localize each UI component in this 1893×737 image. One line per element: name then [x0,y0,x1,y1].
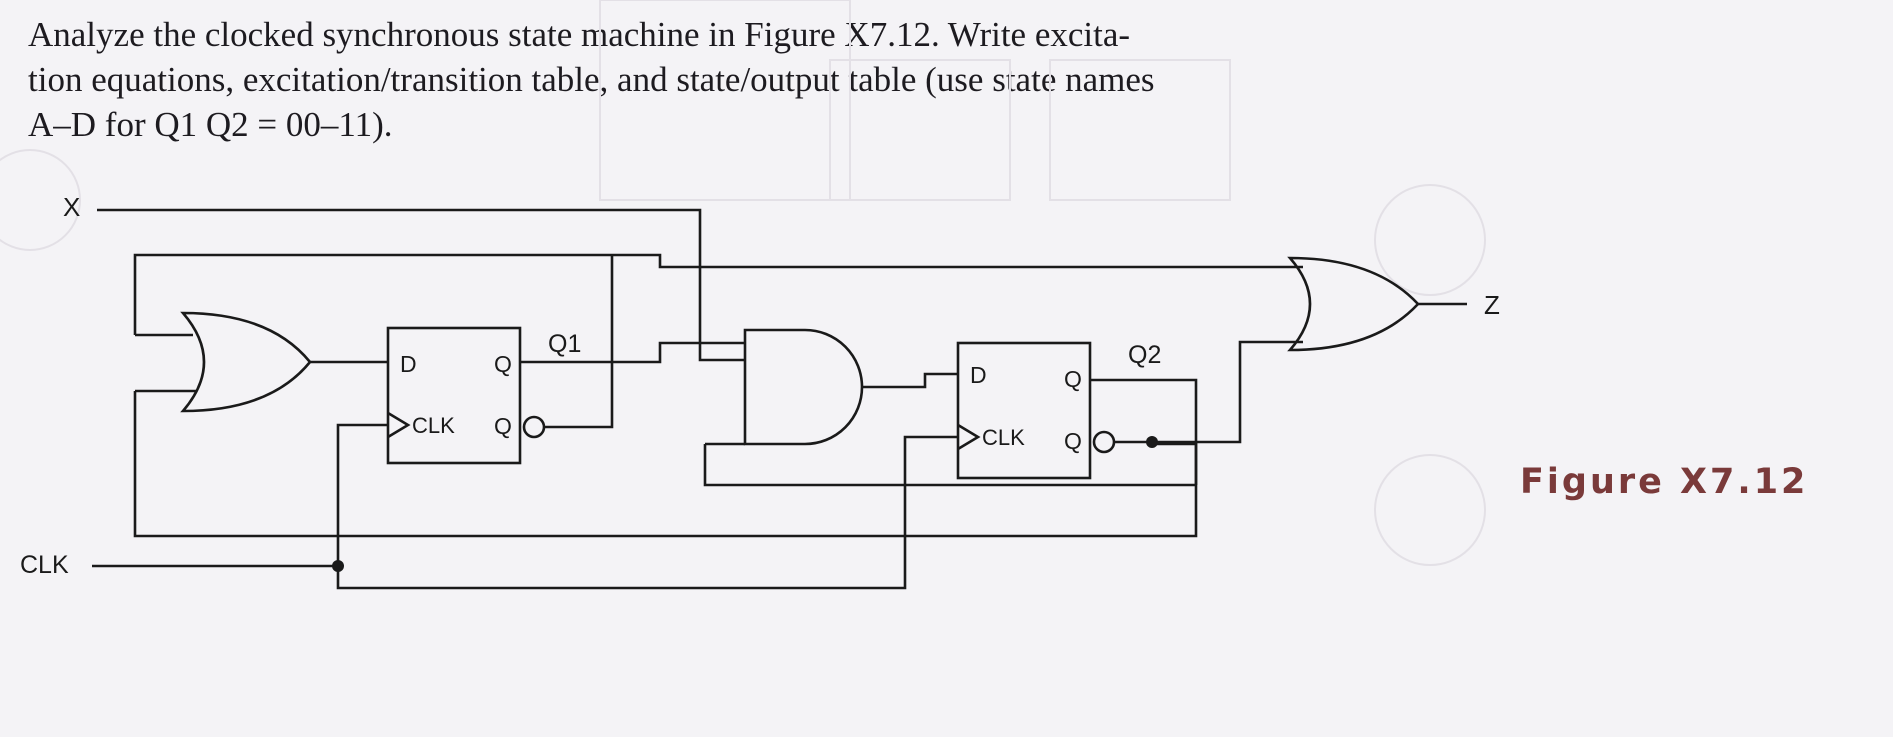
junction-clk [332,560,344,572]
problem-line-3: A–D for Q1 Q2 = 00–11). [28,105,393,144]
flipflop-2-qbar-bubble [1092,430,1116,454]
ff1-name: Q1 [548,330,581,358]
or-gate-2 [1287,256,1420,352]
wire-q2-to-and [703,442,1196,487]
label-clock: CLK [20,551,69,579]
figure-caption: Figure X7.12 [1520,462,1809,502]
problem-statement: Analyze the clocked synchronous state ma… [28,12,1388,147]
flipflop-2-clk-triangle [957,423,981,451]
flipflop-1-clk-triangle [387,411,411,439]
junction-q2bar [1146,436,1158,448]
flipflop-1-qbar-bubble [522,415,546,439]
flipflop-2-box [956,341,1092,480]
ff2-qbar-pin: Q [1064,428,1082,454]
wire-q2bar [1114,340,1303,444]
ff2-clk-pin: CLK [982,425,1025,450]
label-output-z: Z [1484,290,1500,320]
flipflop-1-box [386,326,522,465]
ff2-name: Q2 [1128,341,1161,369]
problem-line-1: Analyze the clocked synchronous state ma… [28,15,1131,54]
bleed-through-shapes [0,0,1486,566]
wire-clk-main [92,423,388,568]
label-input-x: X [63,192,80,222]
wire-q2-out [1090,378,1198,485]
ff2-d-pin: D [970,362,987,388]
wire-or1-top-rail [133,253,1303,337]
wire-q1-to-and [520,341,745,364]
problem-line-2: tion equations, excitation/transition ta… [28,60,1155,99]
and-gate [743,328,864,446]
wire-or1-bottom [133,389,1198,538]
ff1-clk-pin: CLK [412,413,455,438]
wire-clk-ff2 [336,435,958,590]
ff1-d-pin: D [400,351,417,377]
or-gate-1 [180,311,312,413]
wire-q1bar-feedback [544,255,614,429]
ff1-qbar-pin: Q [494,413,512,439]
ff2-q-pin: Q [1064,366,1082,392]
wire-x-input [97,208,745,362]
ff1-q-pin: Q [494,351,512,377]
wire-and-to-d2 [862,372,958,389]
